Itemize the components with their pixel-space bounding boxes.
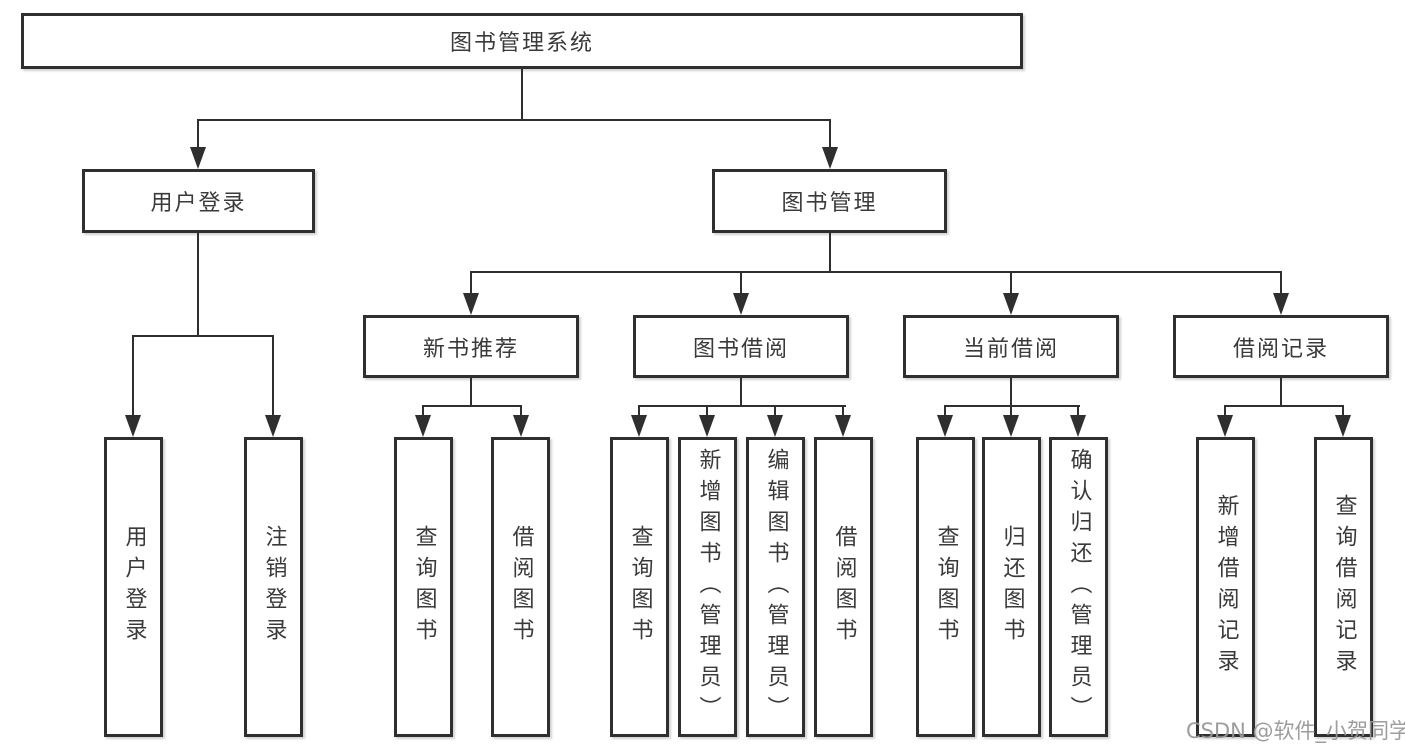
connector-bookborrow-down xyxy=(740,378,742,407)
leaf-record-query-label: 查询借阅记录 xyxy=(1331,494,1357,680)
connector-userlogin-stem xyxy=(197,119,199,151)
leaf-newbook-query-label: 查询图书 xyxy=(411,525,437,649)
node-new-book-recommend: 新书推荐 xyxy=(363,315,579,378)
connector-bookborrow-bar xyxy=(638,405,846,407)
connector-newbook-leaf1-stem xyxy=(422,405,424,419)
leaf-borrow-edit-admin-label: 编辑图书（管理员） xyxy=(763,447,789,727)
arrow-to-current-return xyxy=(1003,415,1019,437)
node-book-borrow: 图书借阅 xyxy=(633,315,849,378)
arrow-to-newbook-query xyxy=(415,415,431,437)
arrow-to-user-login xyxy=(190,147,206,169)
node-borrow-record: 借阅记录 xyxy=(1173,315,1389,378)
leaf-borrow-add-admin: 新增图书（管理员） xyxy=(678,437,737,737)
leaf-current-return: 归还图书 xyxy=(982,437,1041,737)
leaf-logout: 注销登录 xyxy=(244,437,303,737)
connector-bookborrow-leaf4-stem xyxy=(842,405,844,419)
connector-newbook-down xyxy=(470,378,472,407)
connector-l3-2-stem xyxy=(740,271,742,297)
connector-record-leaf2-stem xyxy=(1342,405,1344,419)
leaf-newbook-query: 查询图书 xyxy=(394,437,453,737)
node-user-login-label: 用户登录 xyxy=(150,191,247,216)
connector-l3-1-stem xyxy=(470,271,472,297)
arrow-to-borrow-query xyxy=(631,415,647,437)
leaf-current-confirm-admin-label: 确认归还（管理员） xyxy=(1066,447,1092,727)
leaf-record-add: 新增借阅记录 xyxy=(1196,437,1255,737)
arrow-to-borrow-edit xyxy=(767,415,783,437)
connector-current-bar xyxy=(944,405,1080,407)
arrow-to-new-book-recommend xyxy=(463,293,479,315)
connector-bookborrow-leaf2-stem xyxy=(706,405,708,419)
leaf-record-query: 查询借阅记录 xyxy=(1314,437,1373,737)
node-book-management-label: 图书管理 xyxy=(781,191,878,216)
node-book-management: 图书管理 xyxy=(712,169,947,233)
connector-l3-3-stem xyxy=(1010,271,1012,297)
arrow-to-borrow-borrow xyxy=(835,415,851,437)
leaf-borrow-query-label: 查询图书 xyxy=(627,525,653,649)
connector-record-down xyxy=(1280,378,1282,407)
node-current-borrow-label: 当前借阅 xyxy=(962,336,1059,362)
connector-current-leaf2-stem xyxy=(1010,405,1012,419)
node-root: 图书管理系统 xyxy=(21,13,1023,69)
connector-l3-4-stem xyxy=(1280,271,1282,297)
arrow-to-current-confirm xyxy=(1070,415,1086,437)
arrow-to-leaf-logout xyxy=(265,415,281,437)
node-current-borrow: 当前借阅 xyxy=(903,315,1119,378)
arrow-to-record-query xyxy=(1335,415,1351,437)
leaf-user-login: 用户登录 xyxy=(104,437,163,737)
leaf-newbook-borrow: 借阅图书 xyxy=(491,437,550,737)
connector-userlogin-down xyxy=(197,233,199,337)
connector-newbook-bar xyxy=(422,405,522,407)
connector-current-down xyxy=(1010,378,1012,407)
leaf-current-confirm-admin: 确认归还（管理员） xyxy=(1049,437,1108,737)
connector-bookmgmt-down xyxy=(829,233,831,273)
arrow-to-newbook-borrow xyxy=(513,415,529,437)
connector-newbook-leaf2-stem xyxy=(520,405,522,419)
leaf-borrow-add-admin-label: 新增图书（管理员） xyxy=(695,447,721,727)
connector-record-bar xyxy=(1224,405,1344,407)
leaf-borrow-borrow-label: 借阅图书 xyxy=(831,525,857,649)
leaf-current-query-label: 查询图书 xyxy=(933,525,959,649)
connector-userlogin-bar xyxy=(132,335,274,337)
connector-current-leaf1-stem xyxy=(944,405,946,419)
arrow-to-book-borrow xyxy=(733,293,749,315)
connector-root-stem xyxy=(521,69,523,121)
connector-bookborrow-leaf1-stem xyxy=(638,405,640,419)
leaf-current-return-label: 归还图书 xyxy=(999,525,1025,649)
connector-userlogin-leaf1-stem xyxy=(132,335,134,418)
leaf-logout-label: 注销登录 xyxy=(261,525,287,649)
arrow-to-current-borrow xyxy=(1003,293,1019,315)
leaf-borrow-edit-admin: 编辑图书（管理员） xyxy=(746,437,805,737)
arrow-to-borrow-add xyxy=(699,415,715,437)
leaf-current-query: 查询图书 xyxy=(916,437,975,737)
leaf-borrow-borrow: 借阅图书 xyxy=(814,437,873,737)
arrow-to-borrow-record xyxy=(1273,293,1289,315)
connector-userlogin-leaf2-stem xyxy=(272,335,274,418)
leaf-borrow-query: 查询图书 xyxy=(610,437,669,737)
connector-bookmgmt-bar xyxy=(470,271,1282,273)
connector-root-bar xyxy=(197,119,831,121)
arrow-to-current-query xyxy=(937,415,953,437)
leaf-record-add-label: 新增借阅记录 xyxy=(1213,494,1239,680)
node-root-label: 图书管理系统 xyxy=(449,31,594,56)
node-book-borrow-label: 图书借阅 xyxy=(692,336,789,362)
connector-bookmgmt-stem xyxy=(829,119,831,151)
node-new-book-recommend-label: 新书推荐 xyxy=(422,336,519,362)
csdn-watermark: CSDN @软件_小贺同学 xyxy=(1186,719,1405,743)
leaf-newbook-borrow-label: 借阅图书 xyxy=(508,525,534,649)
leaf-user-login-label: 用户登录 xyxy=(121,525,147,649)
node-borrow-record-label: 借阅记录 xyxy=(1232,336,1329,362)
arrow-to-leaf-user-login xyxy=(125,415,141,437)
node-user-login: 用户登录 xyxy=(82,169,315,233)
arrow-to-record-add xyxy=(1217,415,1233,437)
connector-record-leaf1-stem xyxy=(1224,405,1226,419)
arrow-to-book-management xyxy=(822,147,838,169)
connector-current-leaf3-stem xyxy=(1077,405,1079,419)
connector-bookborrow-leaf3-stem xyxy=(774,405,776,419)
